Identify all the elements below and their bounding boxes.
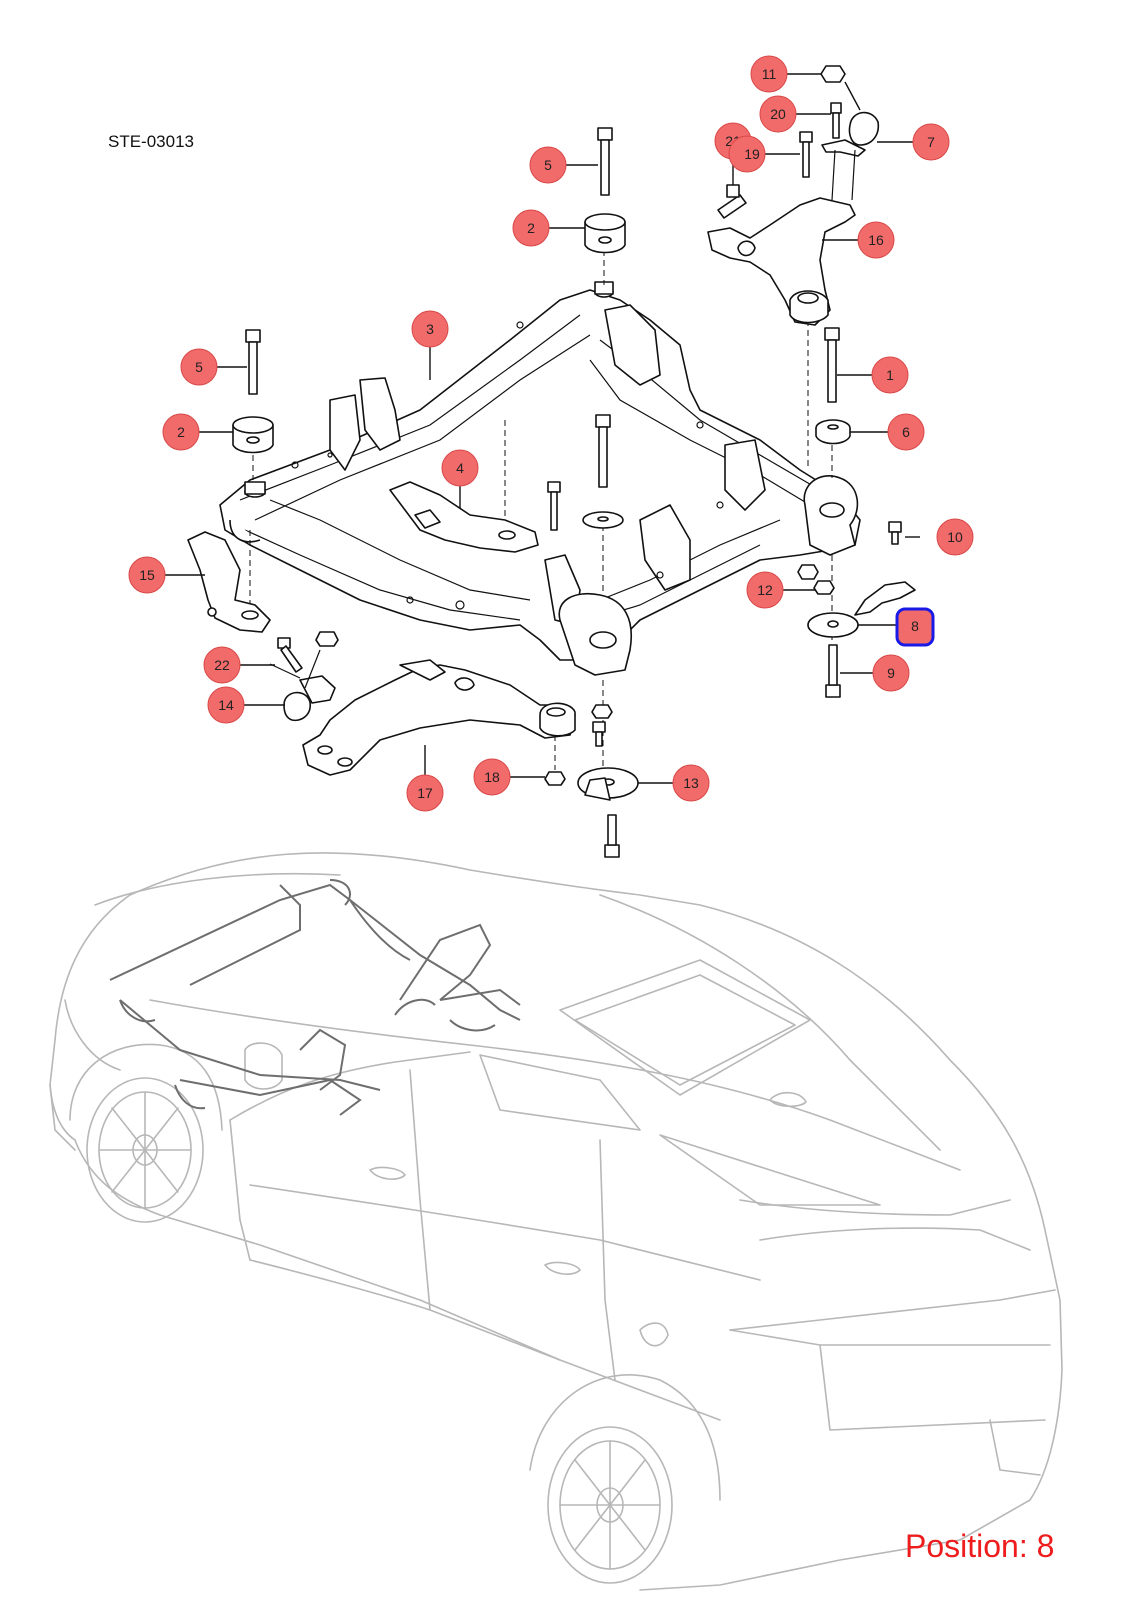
callout-13: 13 [672, 764, 710, 802]
callout-9: 9 [872, 654, 910, 692]
callout-10: 10 [936, 518, 974, 556]
brackets [187, 481, 916, 633]
bolts [245, 65, 902, 858]
callout-16: 16 [857, 221, 895, 259]
callout-14: 14 [207, 686, 245, 724]
callout-11: 11 [750, 55, 788, 93]
callout-label: 6 [902, 424, 910, 440]
callout-7: 7 [912, 123, 950, 161]
callout-8-selected: 8 [895, 607, 935, 647]
callout-label: 13 [683, 775, 699, 791]
diagram-code: STE-03013 [108, 132, 194, 151]
callout-label: 14 [218, 697, 234, 713]
callout-label: 11 [762, 66, 777, 82]
vehicle-subframe-ghost [109, 879, 521, 1116]
callout-18: 18 [473, 758, 511, 796]
callout-2-left: 2 [162, 413, 200, 451]
bushings-and-washers [232, 213, 859, 801]
callout-22: 22 [203, 646, 241, 684]
control-arm-lower [283, 649, 576, 776]
callout-label: 15 [139, 567, 155, 583]
callout-label: 5 [544, 157, 552, 173]
callout-label: 2 [527, 220, 535, 236]
callout-label: 10 [947, 529, 963, 545]
selection-highlight [895, 607, 935, 647]
callout-label: 16 [868, 232, 884, 248]
callouts: 5 2 5 2 3 4 15 22 14 17 18 13 11 20 21 1… [128, 55, 974, 812]
callout-label: 9 [887, 665, 895, 681]
callout-5-top: 5 [529, 146, 567, 184]
callout-3: 3 [411, 310, 449, 348]
subframe [219, 281, 861, 676]
callout-4: 4 [441, 449, 479, 487]
callout-label: 18 [484, 769, 500, 785]
control-arm-upper [707, 81, 880, 326]
callout-label: 20 [770, 106, 786, 122]
callout-12: 12 [746, 571, 784, 609]
callout-6: 6 [887, 413, 925, 451]
callout-label: 4 [456, 460, 464, 476]
callout-label: 7 [927, 134, 935, 150]
callout-label: 12 [757, 582, 773, 598]
callout-19: 19 [728, 135, 766, 173]
callout-label: 22 [214, 657, 230, 673]
position-label: Position: 8 [905, 1528, 1055, 1564]
callout-2-top: 2 [512, 209, 550, 247]
callout-5-left: 5 [180, 348, 218, 386]
callout-label: 1 [886, 367, 894, 383]
callout-20: 20 [759, 95, 797, 133]
callout-label: 19 [744, 146, 760, 162]
callout-label: 3 [426, 321, 434, 337]
callout-label: 17 [417, 785, 433, 801]
callout-label: 2 [177, 424, 185, 440]
vehicle-outline [49, 852, 1063, 1591]
callout-1: 1 [871, 356, 909, 394]
callout-label: 5 [195, 359, 203, 375]
callout-15: 15 [128, 556, 166, 594]
callout-17: 17 [406, 774, 444, 812]
callout-label: 8 [911, 618, 919, 634]
